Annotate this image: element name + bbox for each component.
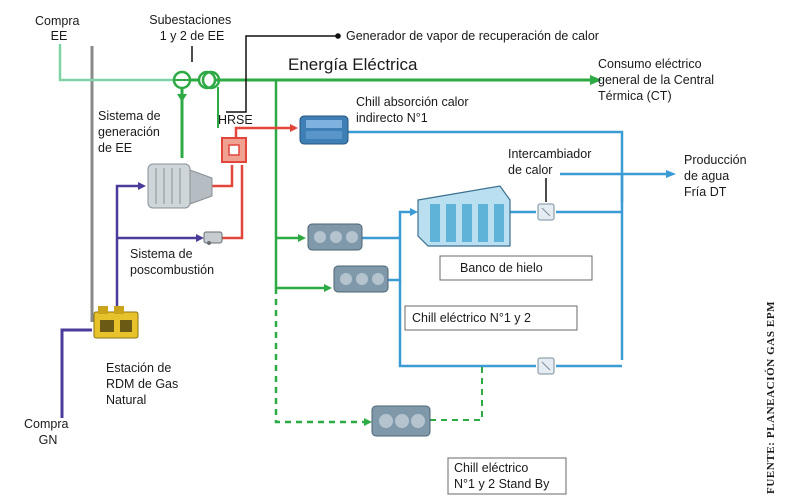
subestaciones-label: Subestaciones 1 y 2 de EE	[149, 13, 235, 43]
chiller1-feeder-arrow	[298, 234, 306, 242]
absorption-chiller-icon	[299, 115, 349, 145]
postcombustion-heat-line	[222, 165, 244, 240]
chiller2-feeder-arrow	[324, 284, 332, 292]
generador-callout	[226, 35, 336, 113]
intercambiador-label: Intercambiador de calor	[508, 147, 595, 177]
gas-generation-arrow	[138, 182, 146, 190]
consumo-label: Consumo eléctrico general de la Central …	[598, 57, 718, 103]
estacion-label: Estación de RDM de Gas Natural	[106, 361, 182, 407]
ice-bank-icon	[417, 185, 511, 247]
substation-1-icon	[172, 70, 192, 90]
chillers-bypass-line	[398, 280, 536, 368]
substation-1-arrow	[177, 94, 187, 102]
bus-arrow	[590, 75, 602, 85]
standby-output-line	[430, 366, 483, 421]
exhaust-line	[212, 165, 234, 188]
electric-chiller-2-icon	[333, 265, 389, 293]
substation-2-icon	[197, 70, 221, 90]
sistema-generacion-label: Sistema de generación de EE	[98, 109, 164, 155]
chiller2-output-line	[384, 210, 412, 282]
chill-standby-label: Chill eléctrico N°1 y 2 Stand By	[454, 461, 550, 491]
heat-exchanger-2-icon	[537, 357, 555, 375]
hrse-absorption-arrow	[290, 124, 298, 132]
compra-ee-line	[58, 44, 178, 82]
burner-icon	[203, 231, 223, 245]
energia-electrica-label: Energía Eléctrica	[288, 55, 418, 74]
ice-bank-label-box	[439, 255, 593, 281]
compra-ee-label: Compra EE	[35, 14, 83, 43]
gas-purchase-line	[60, 328, 92, 418]
hrse-label: HRSE	[218, 113, 253, 127]
standby-chiller-icon	[371, 405, 431, 437]
chill-electric-label-box	[404, 305, 578, 331]
turbine-icon	[147, 163, 213, 209]
chill-electrico-label: Chill eléctrico N°1 y 2	[412, 311, 531, 325]
produccion-label: Producción de agua Fría DT	[684, 153, 750, 199]
banco-hielo-label: Banco de hielo	[460, 261, 543, 275]
source-label: FUENTE: PLANEACIÓN GAS EPM	[765, 301, 777, 494]
electric-chiller-1-icon	[307, 223, 363, 251]
chill-standby-label-box	[447, 457, 567, 495]
chill-absorcion-label: Chill absorción calor indirecto N°1	[356, 95, 472, 125]
generador-label: Generador de vapor de recuperación de ca…	[346, 29, 599, 43]
gas-to-generation	[115, 184, 140, 306]
generador-callout-dot	[335, 33, 341, 39]
hrse-to-absorption-line	[234, 126, 292, 138]
production-arrow	[666, 170, 676, 178]
standby-feeder-line	[274, 288, 368, 424]
heat-exchanger-1-icon	[537, 203, 555, 221]
sistema-poscombustion-label: Sistema de poscombustión	[130, 247, 214, 277]
gas-postcombustion-arrow	[196, 234, 204, 242]
ice-bank-arrow	[410, 208, 418, 216]
compra-gn-label: Compra GN	[24, 417, 72, 447]
standby-feeder-arrow	[364, 418, 372, 426]
hrse-icon	[221, 137, 247, 163]
gas-station-icon	[93, 306, 139, 339]
